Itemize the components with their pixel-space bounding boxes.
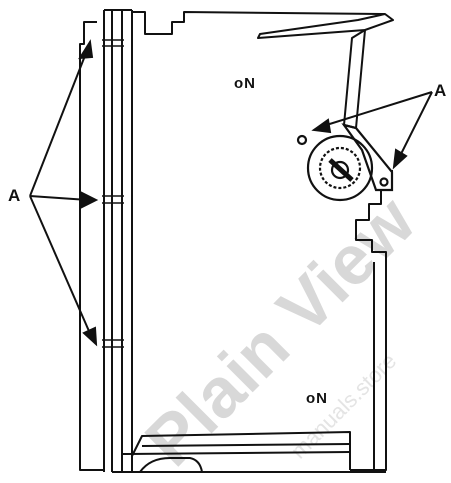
callout-arrows-left [29, 39, 99, 347]
gear-inner [318, 146, 362, 190]
callout-arrows-right [311, 91, 433, 170]
gear-outer [306, 134, 374, 202]
gear-mechanism [296, 123, 394, 202]
label-on-top: oN [234, 75, 256, 92]
gear-hub [330, 160, 350, 180]
top-edge [132, 11, 386, 35]
small-pin-right [379, 177, 389, 187]
panel-outline [79, 9, 394, 473]
rail-bolts [102, 39, 124, 348]
small-pin-left [296, 134, 308, 146]
lever-arm [257, 13, 394, 39]
left-stepped-edge [79, 21, 104, 471]
callout-label-left: A [8, 186, 20, 205]
watermark-small: manuals.store [286, 348, 401, 463]
label-on-bottom: oN [306, 390, 328, 407]
cam-plate [341, 123, 394, 192]
callout-label-right: A [434, 81, 446, 100]
